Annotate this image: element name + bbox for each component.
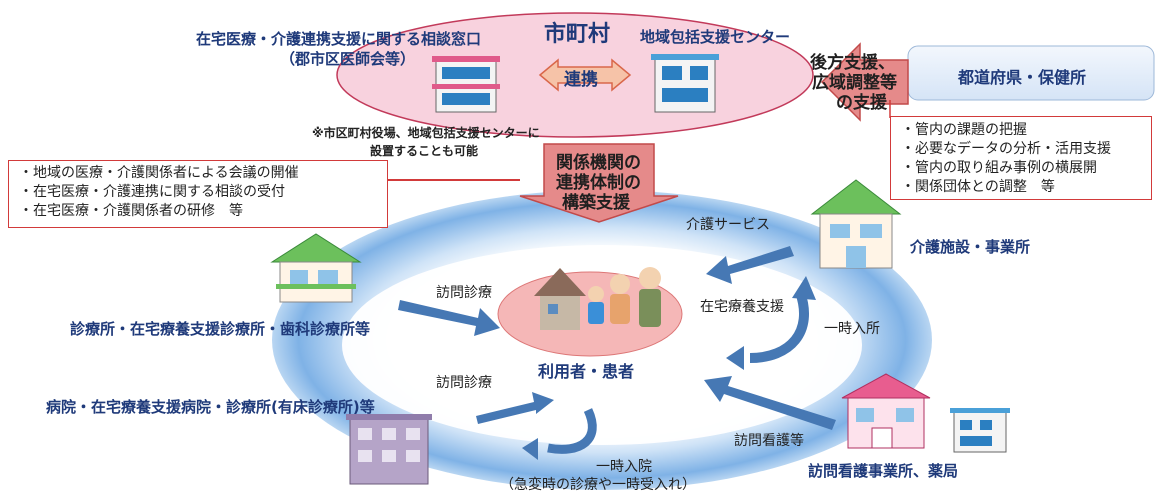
coordination-item: ・在宅医療・介護関係者の研修 等 — [19, 203, 243, 219]
consult-window-building-icon — [432, 56, 500, 113]
link-arrow — [538, 58, 632, 92]
clinic-label: 診療所・在宅療養支援診療所・歯科診療所等 — [70, 320, 371, 338]
family-icon — [588, 267, 661, 327]
home-support-arrow — [726, 276, 816, 370]
municipality-note-line1: ※市区町村役場、地域包括支援センターに — [312, 126, 540, 140]
care-facility-label: 介護施設・事業所 — [910, 238, 1031, 256]
prefecture-item: ・管内の取り組み事例の横展開 — [901, 160, 1097, 176]
care-service-label: 介護サービス — [686, 217, 770, 233]
patient-house-icon — [534, 268, 586, 330]
visit-hospital-arrow — [476, 392, 554, 424]
municipality-note-line2: 設置することも可能 — [370, 144, 479, 158]
prefecture-item: ・関係団体との調整 等 — [901, 179, 1055, 195]
admission-arrow — [522, 408, 597, 460]
care-facility-building-icon — [810, 179, 902, 269]
back-support-arrow — [820, 42, 909, 122]
coordination-item: ・在宅医療・介護連携に関する相談の受付 — [19, 184, 285, 200]
support-center-building-icon — [651, 54, 719, 113]
admission-label: 一時入院 — [596, 459, 652, 475]
nursing-label: 訪問看護事業所、薬局 — [808, 462, 959, 480]
care-service-arrow — [706, 246, 794, 284]
nursing-station-building-icon — [841, 373, 931, 449]
prefecture-title: 都道府県・保健所 — [958, 68, 1087, 87]
coordination-line3: 構築支援 — [562, 193, 630, 213]
admission-sublabel: （急変時の診療や一時受入れ） — [500, 477, 696, 493]
patient-label: 利用者・患者 — [538, 362, 635, 381]
home-support-label: 在宅療養支援 — [700, 299, 784, 315]
prefecture-items-box: ・管内の課題の把握 ・必要なデータの分析・活用支援 ・管内の取り組み事例の横展開… — [890, 116, 1152, 200]
coordination-items-box: ・地域の医療・介護関係者による会議の開催 ・在宅医療・介護連携に関する相談の受付… — [8, 160, 388, 228]
visit-nursing-label: 訪問看護等 — [734, 433, 804, 449]
hospital-building-icon — [346, 414, 432, 485]
link-label: 連携 — [564, 70, 598, 90]
municipality-title: 市町村 — [544, 22, 611, 47]
clinic-building-icon — [270, 233, 362, 303]
coordination-line1: 関係機関の — [556, 153, 641, 173]
visit-hospital-label: 訪問診療 — [436, 375, 492, 391]
visit-clinic-arrow — [398, 300, 500, 336]
coordination-line2: 連携体制の — [556, 173, 641, 193]
prefecture-item: ・管内の課題の把握 — [901, 122, 1027, 138]
short-stay-label: 一時入所 — [824, 321, 880, 337]
coordination-arrow — [519, 143, 679, 223]
back-support-line2: 広域調整等 — [812, 73, 897, 93]
back-support-line1: 後方支援、 — [810, 53, 895, 73]
prefecture-item: ・必要なデータの分析・活用支援 — [901, 141, 1111, 157]
pharmacy-building-icon — [950, 408, 1010, 453]
back-support-line3: の支援 — [836, 93, 887, 113]
hospital-label: 病院・在宅療養支援病院・診療所(有床診療所)等 — [46, 398, 375, 416]
support-center-label: 地域包括支援センター — [640, 28, 791, 46]
coordination-item: ・地域の医療・介護関係者による会議の開催 — [19, 165, 299, 181]
consult-window-sublabel: （郡市区医師会等） — [280, 50, 416, 68]
consult-window-label: 在宅医療・介護連携支援に関する相談窓口 — [196, 30, 482, 48]
visit-nursing-arrow — [704, 376, 836, 430]
visit-clinic-label: 訪問診療 — [436, 285, 492, 301]
